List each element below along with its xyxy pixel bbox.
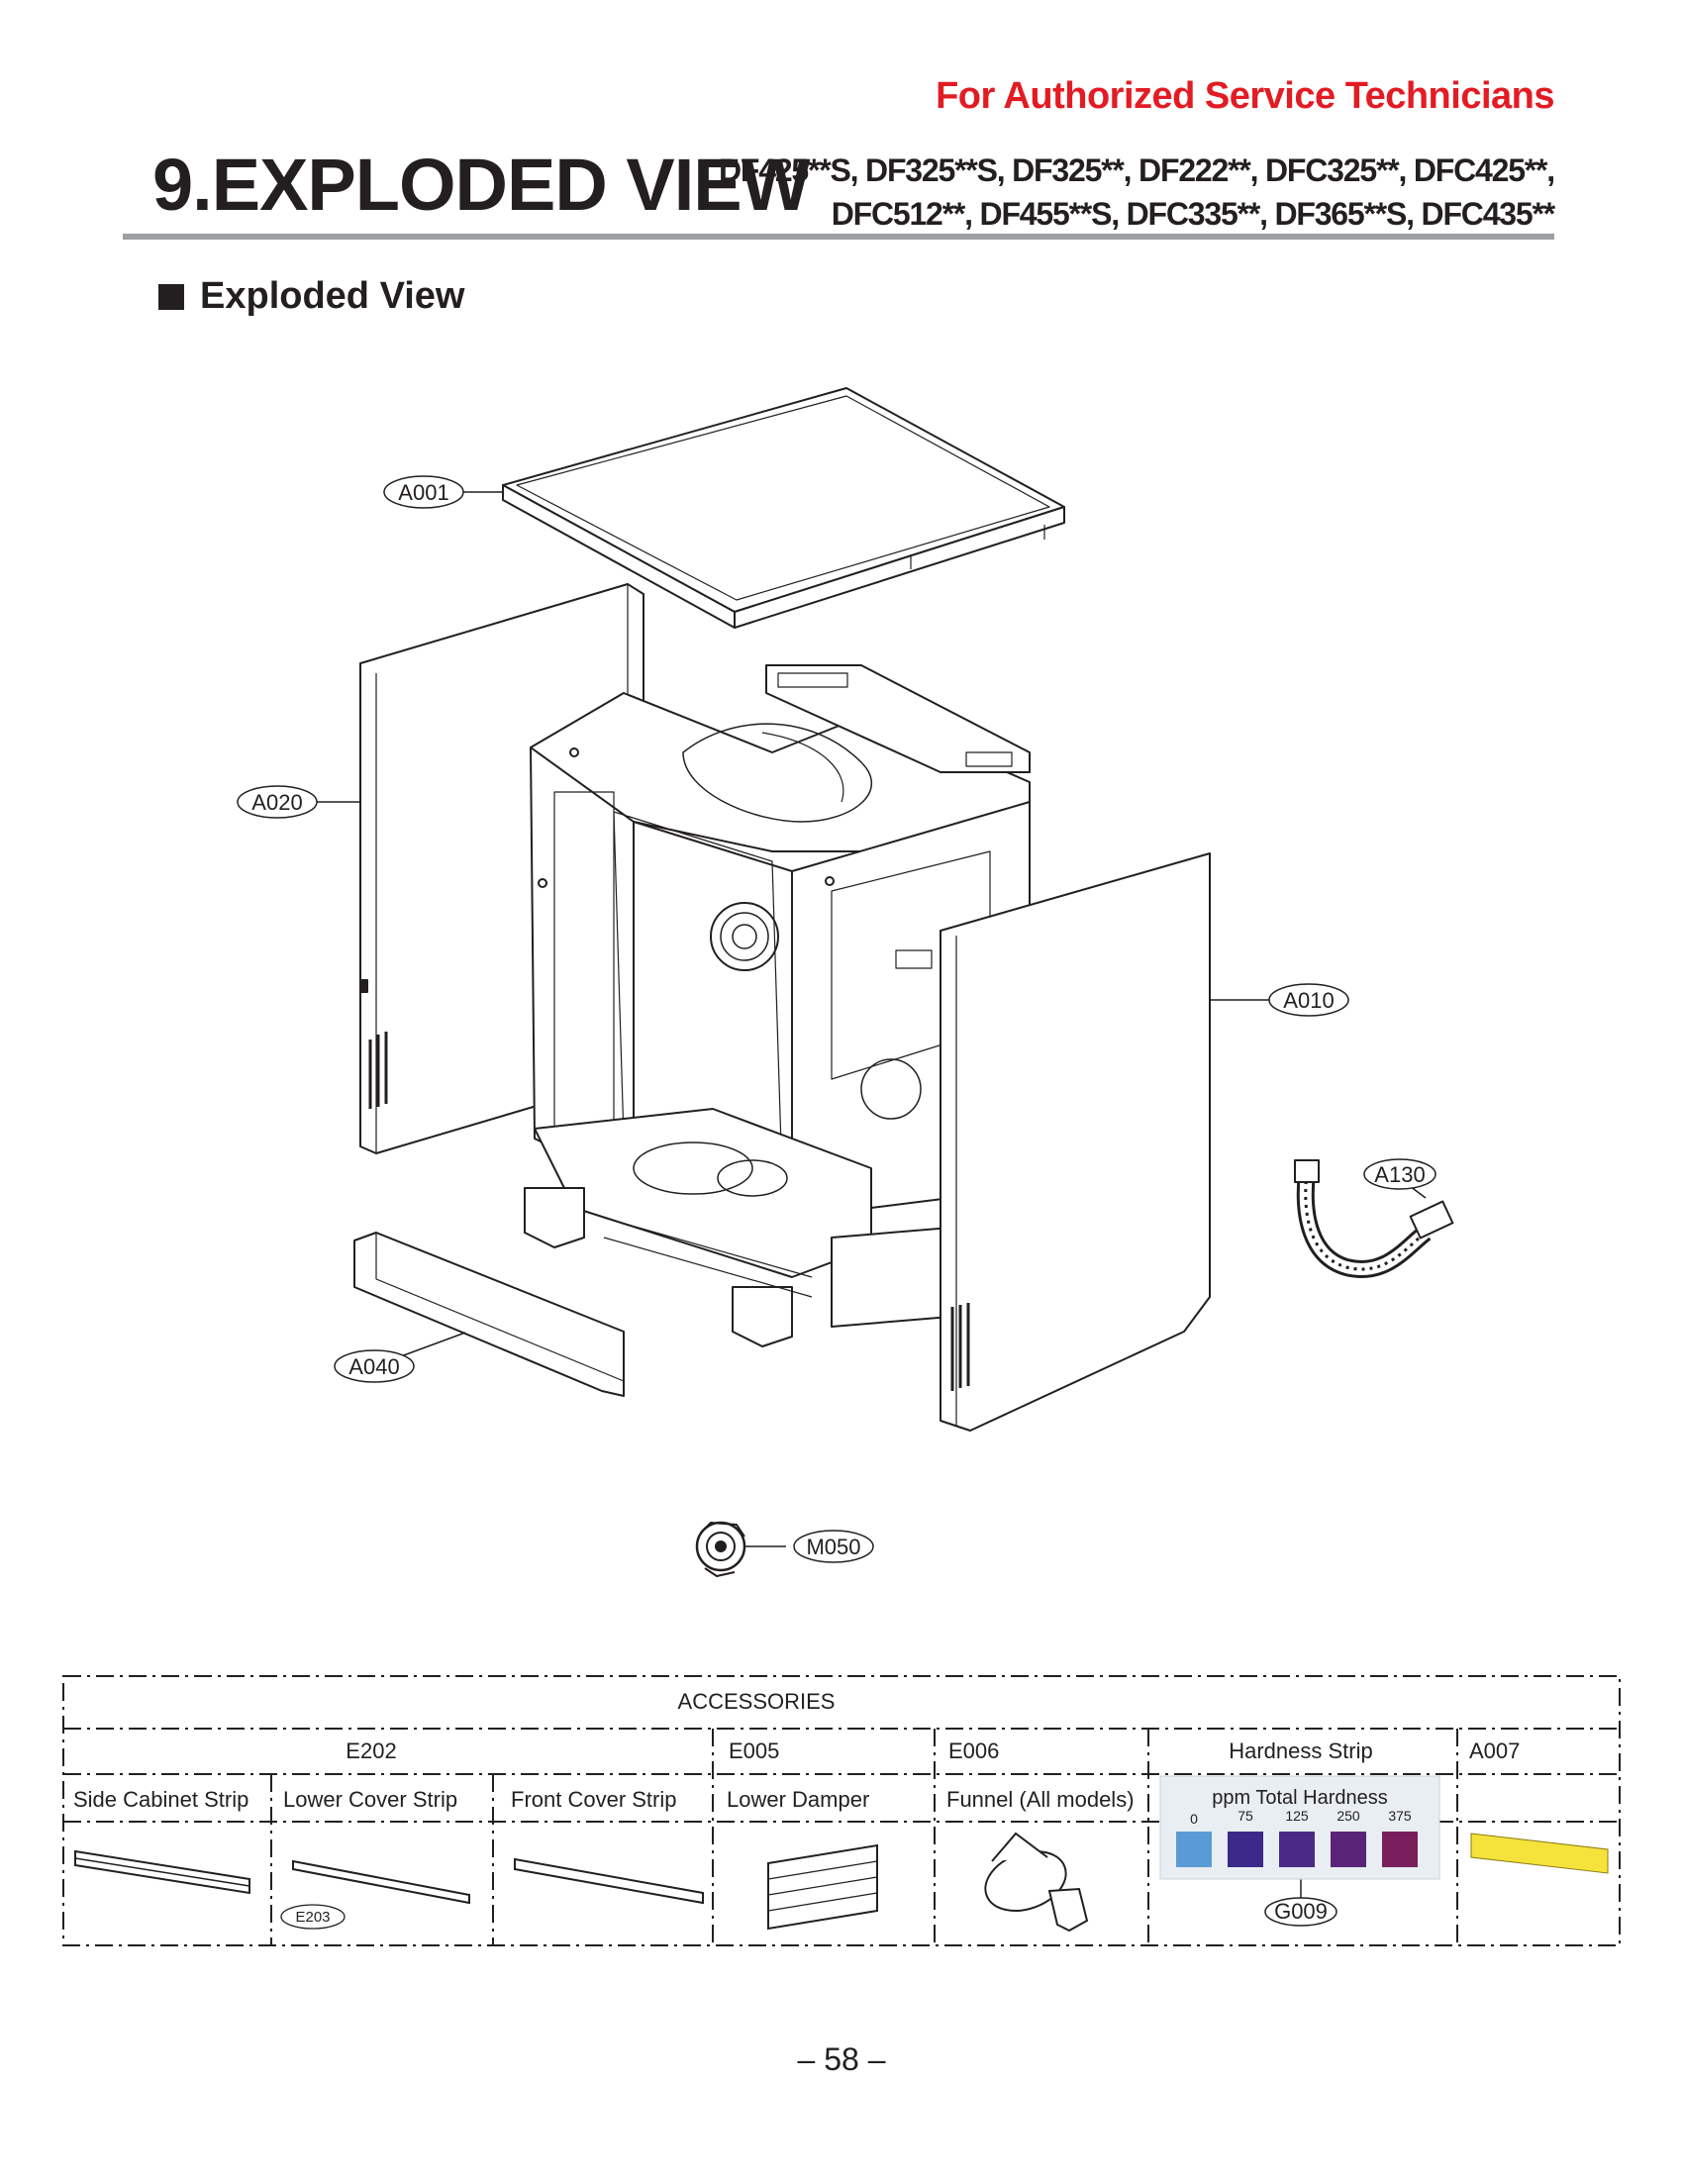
group-hardness-strip: Hardness Strip — [1229, 1738, 1373, 1763]
a020-callout-bubble — [237, 785, 318, 819]
label-side-cabinet-strip: Side Cabinet Strip — [73, 1787, 248, 1812]
group-e005: E005 — [729, 1738, 779, 1763]
authorized-technicians-note: For Authorized Service Technicians — [936, 75, 1554, 117]
hardness-swatch — [1279, 1832, 1315, 1867]
g009-label: G009 — [1274, 1899, 1328, 1924]
callout-a010: A010 — [1283, 988, 1334, 1013]
e203-label: E203 — [295, 1909, 330, 1926]
hardness-chart: ppm Total Hardness 0 75 125 250 375 — [1159, 1775, 1440, 1880]
label-lower-damper: Lower Damper — [727, 1787, 869, 1812]
section-title: 9.EXPLODED VIEW — [152, 144, 810, 226]
a040-callout-bubble — [334, 1349, 415, 1383]
label-funnel: Funnel (All models) — [946, 1787, 1135, 1812]
hardness-level-label: 0 — [1190, 1811, 1198, 1827]
square-bullet-icon — [158, 283, 184, 310]
model-list: DF425**S, DF325**S, DF325**, DF222**, DF… — [718, 149, 1556, 236]
a001-callout-bubble — [383, 475, 464, 509]
drain-hose-part — [1294, 1159, 1454, 1278]
front-cover-strip-part — [514, 1857, 704, 1905]
hardness-swatch — [1382, 1832, 1418, 1867]
hardness-chart-title: ppm Total Hardness — [1212, 1787, 1388, 1809]
group-e202: E202 — [346, 1738, 396, 1763]
callout-a040: A040 — [348, 1354, 399, 1379]
page-number: – 58 – — [797, 2041, 886, 2077]
hardness-level-label: 375 — [1388, 1808, 1412, 1824]
right-side-panel-part — [940, 852, 1211, 1432]
hardness-level-label: 75 — [1238, 1808, 1253, 1824]
a007-strip-part — [1470, 1833, 1609, 1874]
callout-m050: M050 — [806, 1535, 860, 1559]
e203-callout-bubble — [280, 1904, 346, 1930]
hardness-swatch — [1331, 1832, 1366, 1867]
motor-part — [695, 1521, 746, 1577]
model-list-line-2: DFC512**, DF455**S, DFC335**, DF365**S, … — [831, 196, 1556, 232]
kick-plate-part — [353, 1232, 625, 1397]
subsection-heading: Exploded View — [158, 275, 464, 318]
hardness-level-label: 250 — [1336, 1808, 1360, 1824]
a010-callout-bubble — [1268, 983, 1349, 1017]
callout-a130: A130 — [1374, 1162, 1425, 1187]
group-e006: E006 — [948, 1738, 999, 1763]
callout-a020: A020 — [251, 790, 302, 815]
lower-damper-part — [767, 1843, 878, 1931]
title-rule — [123, 234, 1554, 240]
model-list-line-1: DF425**S, DF325**S, DF325**, DF222**, DF… — [718, 152, 1555, 188]
group-a007: A007 — [1469, 1738, 1520, 1763]
lower-cover-strip-part — [292, 1859, 470, 1905]
hardness-swatch — [1176, 1832, 1212, 1867]
accessories-title: ACCESSORIES — [678, 1689, 836, 1714]
hardness-swatch — [1228, 1832, 1263, 1867]
callout-a001: A001 — [398, 480, 448, 505]
top-panel-part — [502, 387, 1065, 629]
accessories-table — [62, 1675, 1621, 1946]
m050-callout-bubble — [793, 1530, 874, 1563]
subsection-title: Exploded View — [200, 275, 465, 317]
a130-callout-bubble — [1363, 1158, 1436, 1190]
funnel-part — [984, 1832, 1089, 1933]
label-front-cover-strip: Front Cover Strip — [511, 1787, 677, 1812]
label-lower-cover-strip: Lower Cover Strip — [283, 1787, 457, 1812]
hardness-level-label: 125 — [1285, 1808, 1309, 1824]
